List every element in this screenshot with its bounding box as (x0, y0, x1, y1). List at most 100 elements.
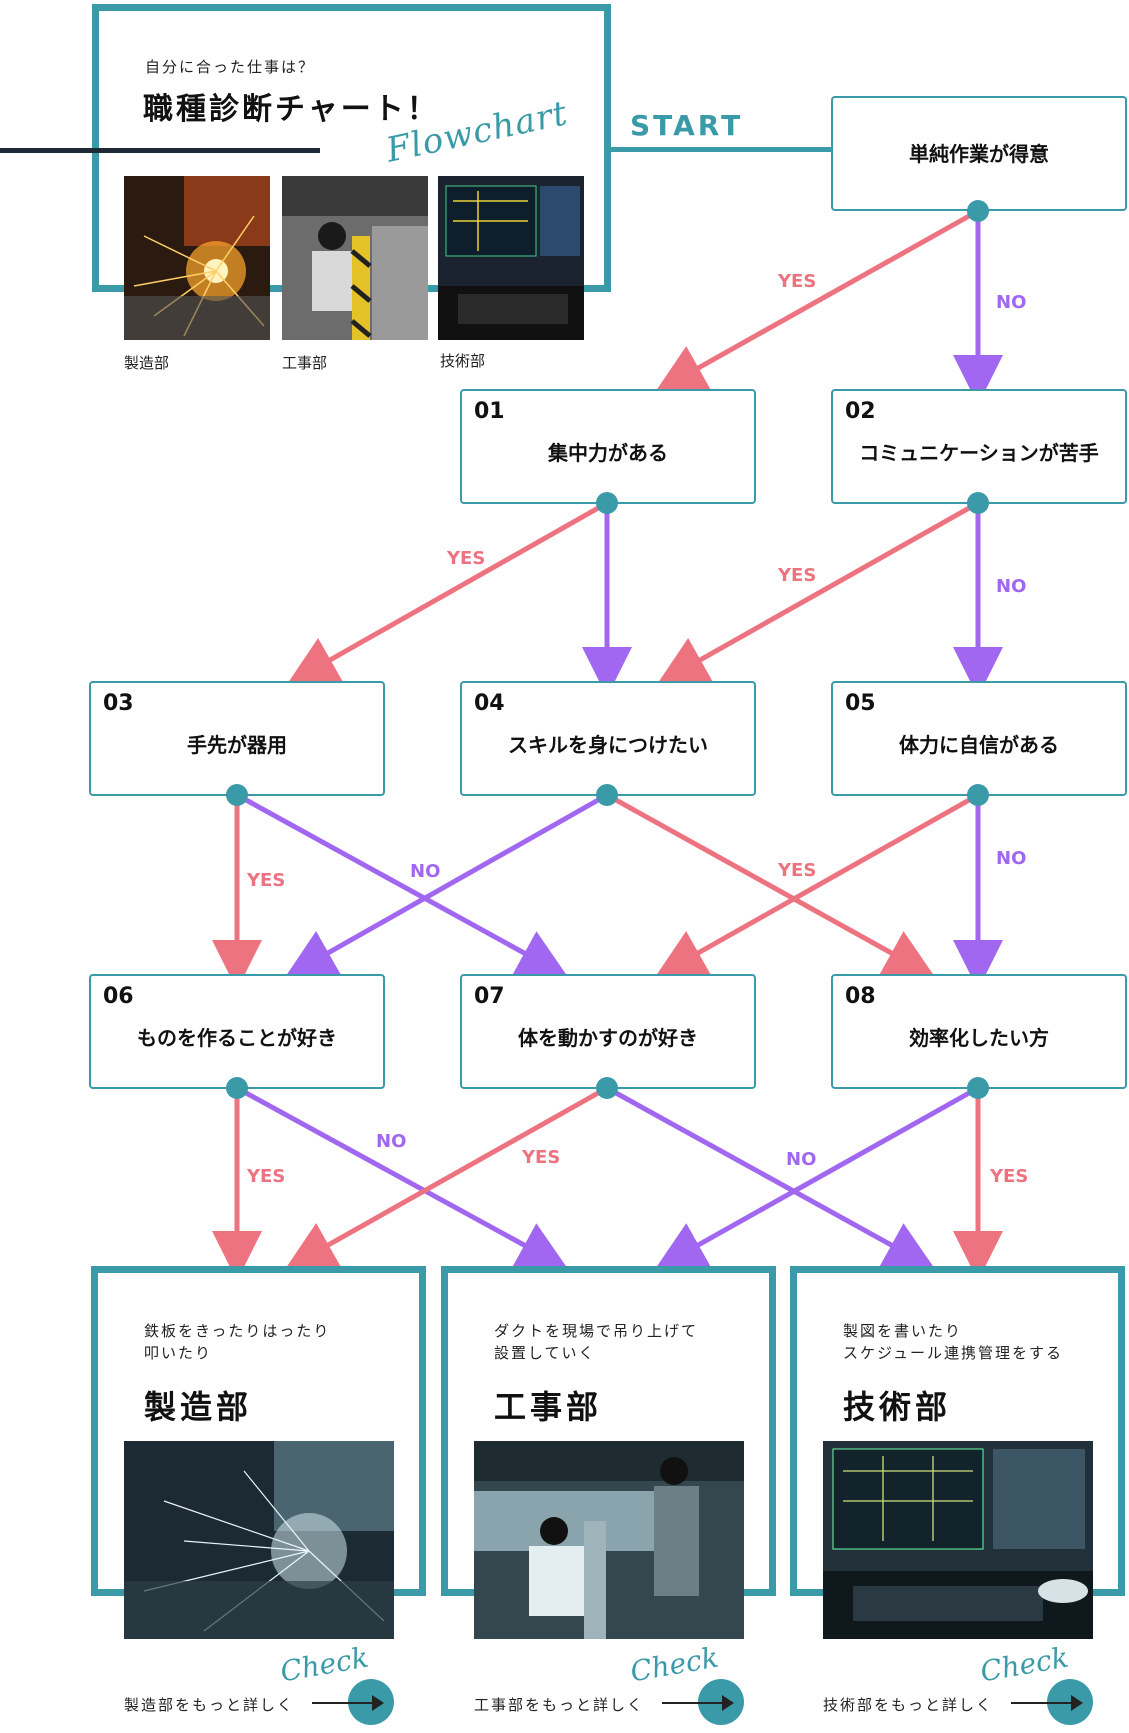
arrow-07-to-gijutsu-no (605, 1085, 936, 1270)
start-connector-line (611, 147, 833, 152)
yes-label: YES (778, 271, 817, 292)
no-label: NO (996, 576, 1027, 597)
question-number: 03 (103, 691, 134, 716)
connector-dot (967, 492, 989, 514)
thumb-caption-koji: 工事部 (282, 354, 328, 372)
result-desc-koji: ダクトを現場で吊り上げて 設置していく (494, 1320, 698, 1364)
arrow-01-to-03-yes (286, 500, 609, 685)
question-box-06: 06 ものを作ることが好き (89, 974, 385, 1089)
arrow-right-icon (312, 1702, 376, 1704)
yes-label: YES (522, 1147, 561, 1168)
arrow-right-icon (1011, 1702, 1075, 1704)
question-number: 08 (845, 984, 876, 1009)
no-label: NO (996, 292, 1027, 313)
thumb-caption-seizo: 製造部 (124, 354, 170, 372)
result-title-koji: 工事部 (494, 1388, 603, 1426)
connector-dot (226, 784, 248, 806)
question-box-08: 08 効率化したい方 (831, 974, 1127, 1089)
start-question-text: 単純作業が得意 (909, 142, 1049, 166)
arrow-08-to-koji-no (654, 1085, 980, 1270)
more-link-gijutsu[interactable]: 技術部をもっと詳しく (823, 1696, 994, 1714)
result-desc-line: スケジュール連携管理をする (843, 1344, 1063, 1362)
start-label: START (630, 109, 744, 142)
cad-monitor-image (823, 1441, 1093, 1639)
header-subtitle: 自分に合った仕事は？ (145, 58, 316, 76)
result-photo-koji (474, 1441, 744, 1639)
page-title: 職種診断チャート！ (143, 92, 440, 127)
result-title-gijutsu: 技術部 (843, 1388, 952, 1426)
result-photo-gijutsu (823, 1441, 1093, 1639)
more-link-koji[interactable]: 工事部をもっと詳しく (474, 1696, 645, 1714)
connector-dot (596, 1077, 618, 1099)
arrow-04-to-08-yes (605, 792, 936, 978)
connector-dot (967, 784, 989, 806)
question-number: 05 (845, 691, 876, 716)
result-desc-seizo: 鉄板をきったりはったり 叩いたり (144, 1320, 330, 1364)
arrow-right-icon (662, 1702, 726, 1704)
arrow-07-to-seizo-yes (284, 1085, 609, 1270)
arrow-head-icon (1071, 1695, 1083, 1711)
no-label: NO (996, 848, 1027, 869)
connector-dot (596, 492, 618, 514)
grinding-sparks-image (124, 1441, 394, 1639)
result-desc-line: 製図を書いたり (843, 1322, 963, 1340)
question-text: 手先が器用 (187, 733, 287, 757)
question-box-02: 02 コミュニケーションが苦手 (831, 389, 1127, 504)
more-link-seizo[interactable]: 製造部をもっと詳しく (124, 1696, 295, 1714)
thumb-caption-gijutsu: 技術部 (440, 352, 486, 370)
arrow-head-icon (372, 1695, 384, 1711)
result-desc-line: ダクトを現場で吊り上げて (494, 1322, 699, 1340)
cad-workstation-image (438, 176, 584, 340)
no-label: NO (376, 1131, 407, 1152)
question-text: ものを作ることが好き (137, 1026, 337, 1050)
thumb-seizo-photo (124, 176, 270, 340)
result-desc-gijutsu: 製図を書いたり スケジュール連携管理をする (843, 1320, 1063, 1364)
arrow-start-to-01-yes (654, 208, 980, 393)
question-text: 体力に自信がある (899, 733, 1059, 757)
result-photo-seizo (124, 1441, 394, 1639)
question-box-01: 01 集中力がある (460, 389, 756, 504)
arrow-04-to-06-no (284, 792, 609, 978)
connector-dot (967, 1077, 989, 1099)
welding-sparks-image (124, 176, 270, 340)
arrow-05-to-07-yes (654, 792, 980, 978)
question-box-07: 07 体を動かすのが好き (460, 974, 756, 1089)
yes-label: YES (778, 565, 817, 586)
worker-duct-image (282, 176, 428, 340)
arrow-03-to-07-no (235, 792, 569, 978)
yes-label: YES (990, 1166, 1029, 1187)
question-number: 04 (474, 691, 505, 716)
no-label: NO (410, 861, 441, 882)
question-number: 02 (845, 399, 876, 424)
yes-label: YES (247, 870, 286, 891)
question-text: スキルを身につけたい (508, 733, 708, 757)
result-desc-line: 設置していく (494, 1344, 596, 1362)
result-title-seizo: 製造部 (144, 1388, 253, 1426)
yes-label: YES (778, 860, 817, 881)
question-text: 効率化したい方 (909, 1026, 1049, 1050)
duct-installation-image (474, 1441, 744, 1639)
result-desc-line: 鉄板をきったりはったり (144, 1322, 331, 1340)
connector-dot (226, 1077, 248, 1099)
thumb-gijutsu-photo (438, 176, 584, 340)
question-text: 集中力がある (548, 441, 668, 465)
arrow-head-icon (722, 1695, 734, 1711)
yes-label: YES (247, 1166, 286, 1187)
question-box-03: 03 手先が器用 (89, 681, 385, 796)
connector-dot (596, 784, 618, 806)
arrow-02-to-04-yes (656, 500, 980, 685)
yes-label: YES (447, 548, 486, 569)
thumb-koji-photo (282, 176, 428, 340)
question-text: コミュニケーションが苦手 (859, 441, 1099, 465)
header-accent-bar (0, 148, 320, 153)
arrow-06-to-koji-no (235, 1085, 569, 1270)
no-label: NO (786, 1149, 817, 1170)
question-number: 06 (103, 984, 134, 1009)
question-text: 体を動かすのが好き (518, 1026, 698, 1050)
question-box-04: 04 スキルを身につけたい (460, 681, 756, 796)
question-number: 01 (474, 399, 505, 424)
connector-dot (967, 200, 989, 222)
result-desc-line: 叩いたり (144, 1344, 213, 1362)
start-question-box: 単純作業が得意 (831, 96, 1127, 211)
